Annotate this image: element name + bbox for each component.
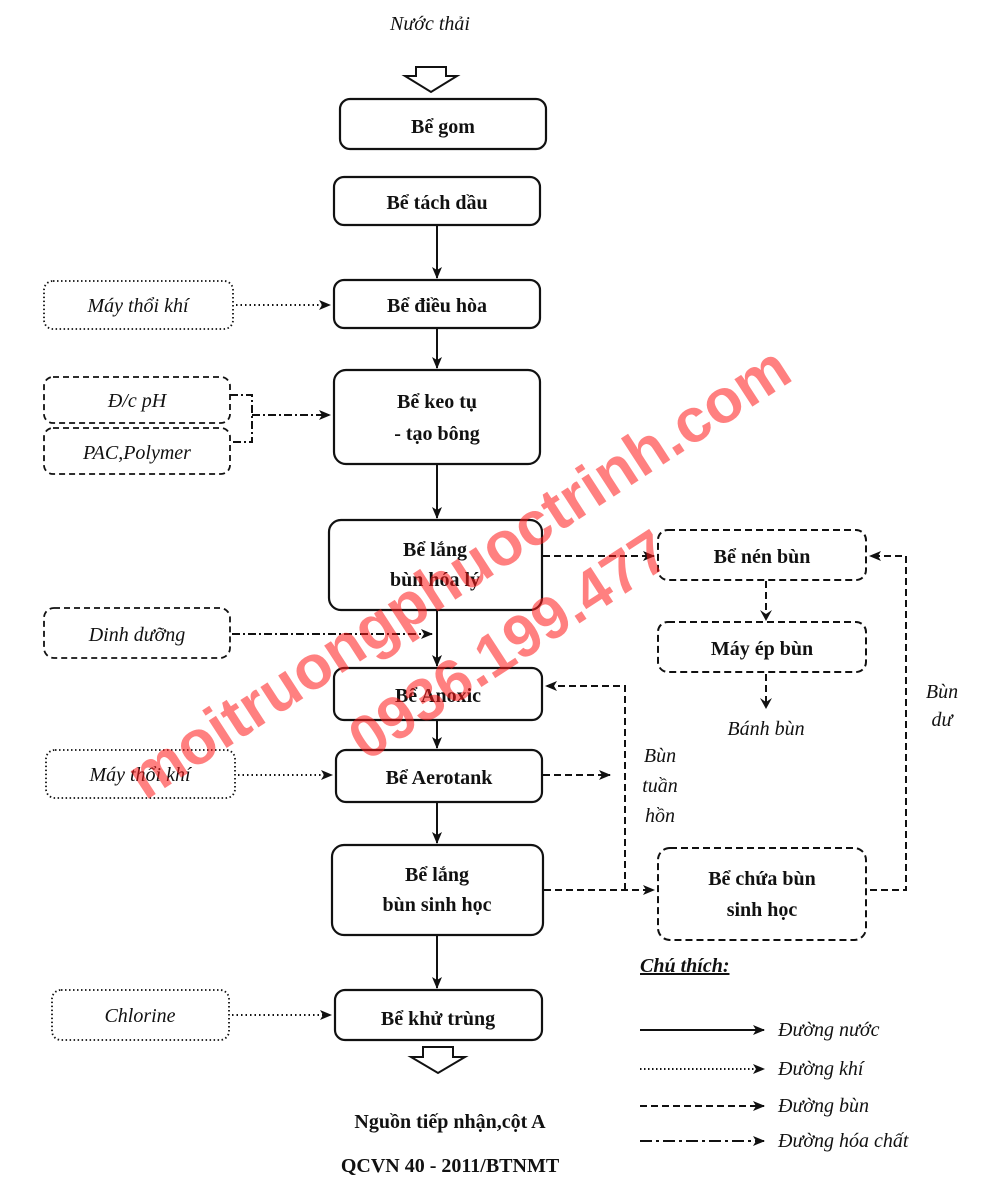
box-be-lang-sinh-hoc-label-2: bùn sinh học: [383, 894, 492, 916]
box-be-anoxic: Bể Anoxic: [332, 666, 544, 722]
legend-item-chemical: Đường hóa chất: [777, 1130, 909, 1152]
input-dc-ph: Đ/c pH: [43, 376, 231, 424]
bun-du-label-2: dư: [932, 709, 955, 731]
box-be-lang-sinh-hoc: Bể lắng bùn sinh học: [330, 843, 545, 937]
bun-du-label-1: Bùn: [926, 681, 958, 703]
arrowhead-nen-to-ep-icon: [760, 610, 772, 621]
legend: Chú thích: Đường nước Đường khí Đường bù…: [640, 955, 909, 1152]
box-be-lang-hoa-ly: Bể lắng bùn hóa lý: [327, 518, 544, 612]
box-be-khu-trung: Bể khử trùng: [333, 988, 544, 1042]
box-be-nen-bun: Bể nén bùn: [657, 529, 867, 581]
input-may-thoi-khi-2: Máy thổi khí: [45, 749, 236, 799]
box-be-gom: Bể gom: [338, 97, 548, 151]
legend-item-sludge: Đường bùn: [777, 1095, 869, 1117]
input-pac-polymer: PAC,Polymer: [43, 427, 231, 475]
box-be-gom-label: Bể gom: [411, 116, 475, 138]
box-be-aerotank-label: Bể Aerotank: [386, 767, 494, 789]
input-may-thoi-khi-1-label: Máy thổi khí: [86, 295, 191, 317]
exit-arrow-icon: [407, 1046, 469, 1075]
output-line-2: QCVN 40 - 2011/BTNMT: [341, 1155, 560, 1177]
legend-item-water: Đường nước: [777, 1019, 880, 1041]
box-be-dieu-hoa-label: Bể điều hòa: [387, 295, 487, 317]
box-be-chua-bun-label-1: Bể chứa bùn: [708, 868, 816, 890]
banh-bun-label: Bánh bùn: [727, 718, 804, 740]
source-label: Nước thải: [389, 13, 470, 35]
input-dinh-duong-label: Dinh dưỡng: [88, 624, 186, 646]
bun-tuan-hoan-label-2: tuần: [642, 775, 678, 797]
output-line-1: Nguồn tiếp nhận,cột A: [354, 1111, 546, 1133]
box-be-khu-trung-label: Bể khử trùng: [381, 1008, 495, 1030]
legend-title: Chú thích:: [640, 955, 729, 977]
input-chlorine-label: Chlorine: [104, 1005, 175, 1027]
box-be-chua-bun: Bể chứa bùn sinh học: [657, 847, 867, 941]
box-be-lang-sinh-hoc-label-1: Bể lắng: [405, 864, 469, 886]
input-dc-ph-label: Đ/c pH: [107, 390, 168, 412]
box-be-keo-tu-label-1: Bể keo tụ: [397, 391, 477, 413]
box-be-nen-bun-label: Bể nén bùn: [714, 546, 811, 568]
input-may-thoi-khi-2-label: Máy thổi khí: [88, 764, 193, 786]
input-pac-polymer-label: PAC,Polymer: [82, 442, 191, 464]
bun-tuan-hoan-label-3: hồn: [645, 805, 675, 827]
box-may-ep-bun-label: Máy ép bùn: [711, 638, 813, 660]
box-be-keo-tu-label-2: - tạo bông: [394, 423, 480, 445]
box-be-chua-bun-label-2: sinh học: [727, 899, 798, 921]
box-be-tach-dau: Bể tách dầu: [332, 175, 542, 227]
bun-tuan-hoan-label-1: Bùn: [644, 745, 676, 767]
entry-arrow-icon: [401, 66, 461, 94]
box-be-tach-dau-label: Bể tách dầu: [386, 192, 487, 214]
box-be-keo-tu: Bể keo tụ - tạo bông: [332, 368, 542, 466]
box-be-anoxic-label: Bể Anoxic: [395, 685, 481, 707]
input-dinh-duong: Dinh dưỡng: [43, 607, 231, 659]
sludge-lines: [543, 551, 907, 895]
legend-item-air: Đường khí: [777, 1058, 866, 1080]
input-chlorine: Chlorine: [51, 989, 230, 1041]
arrowhead-ep-to-banh-icon: [760, 698, 772, 709]
box-be-aerotank: Bể Aerotank: [334, 748, 544, 804]
box-be-lang-hoa-ly-label-1: Bể lắng: [403, 539, 467, 561]
box-may-ep-bun: Máy ép bùn: [657, 621, 867, 673]
input-may-thoi-khi-1: Máy thổi khí: [43, 280, 234, 330]
input-connectors: [230, 300, 433, 1020]
box-be-lang-hoa-ly-label-2: bùn hóa lý: [390, 569, 480, 591]
box-be-dieu-hoa: Bể điều hòa: [332, 278, 542, 330]
